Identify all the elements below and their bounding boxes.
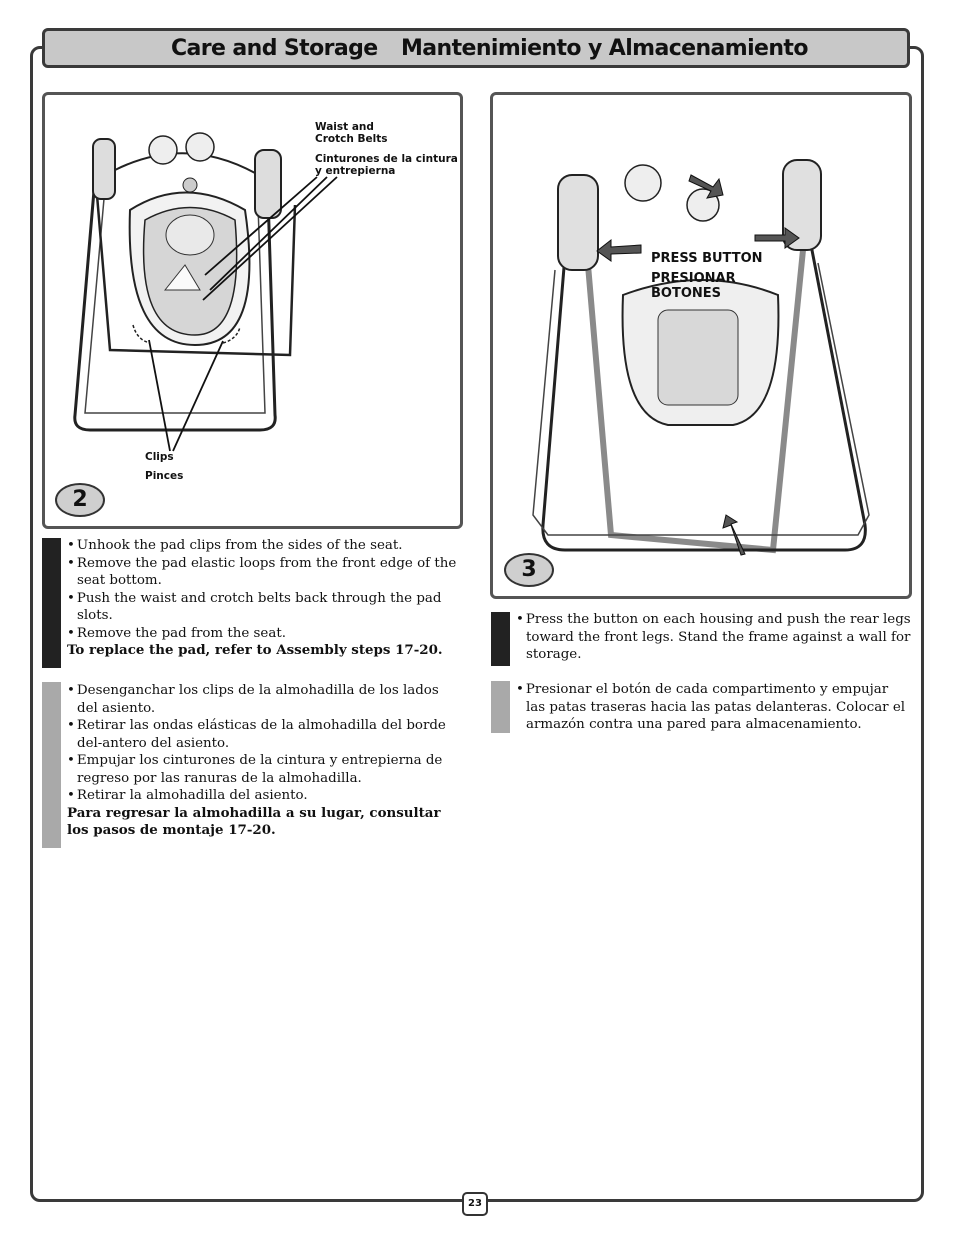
- step-2-es-bullet-1: Desenganchar los clips de la almohadilla…: [67, 682, 462, 717]
- title-spanish: Mantenimiento y Almacenamiento: [401, 36, 808, 61]
- step-2-en-bullet-3: Push the waist and crotch belts back thr…: [67, 590, 462, 625]
- step-3-badge: 3: [504, 553, 554, 587]
- callout-belts-english: Waist and Crotch Belts: [315, 121, 388, 145]
- callout-press-button-spanish: PRESIONAR BOTONES: [651, 271, 736, 301]
- english-marker-bar: [42, 538, 61, 668]
- title-english: Care and Storage: [171, 36, 378, 61]
- callout-clips-spanish: Pinces: [145, 470, 184, 482]
- swing-seat-illustration: [73, 132, 338, 452]
- step-2-en-bullet-4: Remove the pad from the seat.: [67, 625, 462, 643]
- step-3-es-bullet-1: Presionar el botón de cada compartimento…: [516, 681, 911, 734]
- page-header: Care and Storage Mantenimiento y Almacen…: [42, 28, 910, 68]
- folded-swing-illustration: [532, 159, 870, 556]
- step-2-spanish-text: Desenganchar los clips de la almohadilla…: [67, 682, 462, 840]
- step-2-es-note: Para regresar la almohadilla a su lugar,…: [67, 804, 441, 839]
- step-2-en-bullet-2: Remove the pad elastic loops from the fr…: [67, 555, 462, 590]
- step-3-illustration-panel: PRESS BUTTON PRESIONAR BOTONES 3: [490, 92, 912, 599]
- step-2-en-bullet-1: Unhook the pad clips from the sides of t…: [67, 537, 462, 555]
- step-3-spanish-text: Presionar el botón de cada compartimento…: [516, 681, 911, 734]
- step-3-english-text: Press the button on each housing and pus…: [516, 611, 911, 664]
- step-2-es-bullet-2: Retirar las ondas elásticas de la almoha…: [67, 717, 462, 752]
- english-marker-bar: [491, 612, 510, 666]
- callout-clips-english: Clips: [145, 451, 174, 463]
- step-2-badge: 2: [55, 483, 105, 517]
- page-number: 23: [462, 1192, 488, 1216]
- spanish-marker-bar: [491, 681, 510, 733]
- step-2-es-bullet-3: Empujar los cinturones de la cintura y e…: [67, 752, 462, 787]
- spanish-marker-bar: [42, 682, 61, 848]
- callout-press-button-english: PRESS BUTTON: [651, 251, 763, 266]
- step-2-english-text: Unhook the pad clips from the sides of t…: [67, 537, 462, 660]
- step-3-en-bullet-1: Press the button on each housing and pus…: [516, 611, 911, 664]
- step-2-es-bullet-4: Retirar la almohadilla del asiento.: [67, 787, 462, 805]
- step-2-en-note: To replace the pad, refer to Assembly st…: [67, 642, 443, 658]
- step-2-illustration-panel: Waist and Crotch Belts Cinturones de la …: [42, 92, 463, 529]
- callout-belts-spanish: Cinturones de la cintura y entrepierna: [315, 153, 458, 177]
